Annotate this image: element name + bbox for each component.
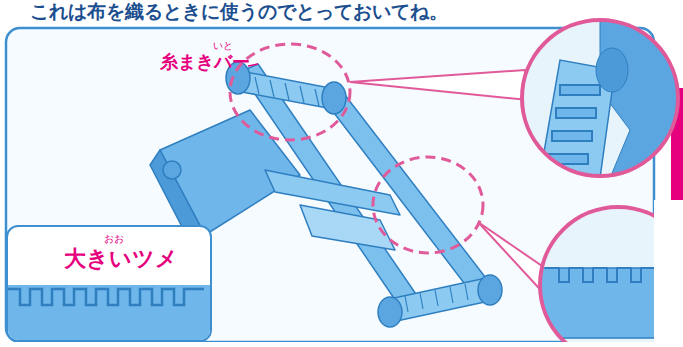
furigana: おお <box>104 233 124 244</box>
part-name: 大きいツメ <box>64 247 178 271</box>
furigana: いと <box>213 40 233 51</box>
callout-pointer <box>478 222 548 298</box>
callout-pointer <box>350 70 528 100</box>
magnified-bar <box>520 18 680 178</box>
inset-box: おお大きいツメ <box>6 225 212 342</box>
instruction-text: これは布を織るときに使うのでとっておいてね。 <box>30 1 448 22</box>
part-name: 糸まきバー <box>160 52 250 72</box>
callout-circle <box>373 157 483 253</box>
